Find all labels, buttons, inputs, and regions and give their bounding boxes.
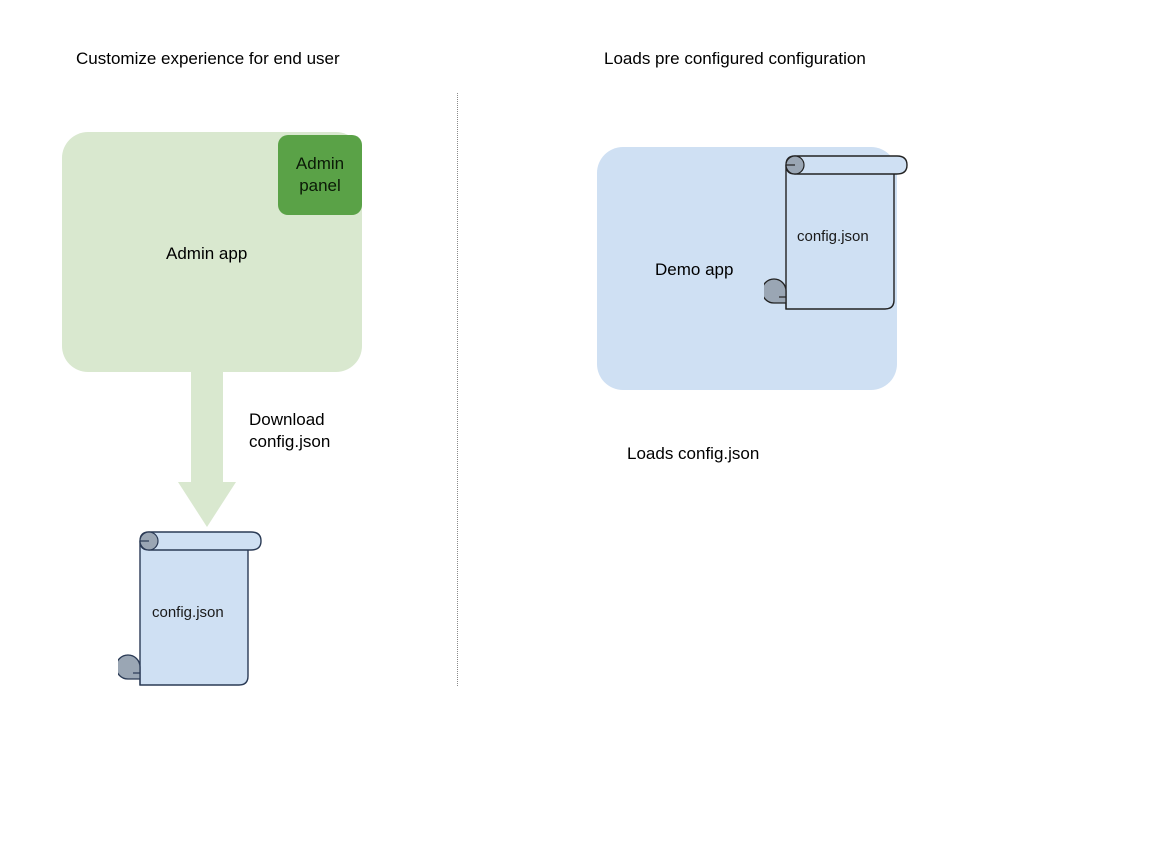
right-column-title: Loads pre configured configuration	[604, 49, 866, 68]
config-json-document-left	[118, 531, 262, 686]
download-arrow-icon	[178, 370, 236, 527]
config-json-label-right: config.json	[797, 228, 869, 245]
admin-panel-label-line2: panel	[299, 176, 341, 195]
admin-app-label: Admin app	[166, 244, 248, 263]
admin-panel-label-line1: Admin	[295, 154, 345, 173]
left-column-title: Customize experience for end user	[76, 49, 340, 68]
admin-panel-chip[interactable]: Admin panel	[278, 135, 362, 215]
column-divider	[457, 93, 458, 686]
download-arrow-label-line1: Download	[249, 410, 325, 429]
demo-app-label: Demo app	[655, 260, 734, 279]
config-json-label-left: config.json	[152, 604, 224, 621]
config-json-document-right	[764, 155, 908, 310]
loads-config-caption: Loads config.json	[627, 444, 760, 463]
download-arrow-label-line2: config.json	[249, 432, 331, 451]
